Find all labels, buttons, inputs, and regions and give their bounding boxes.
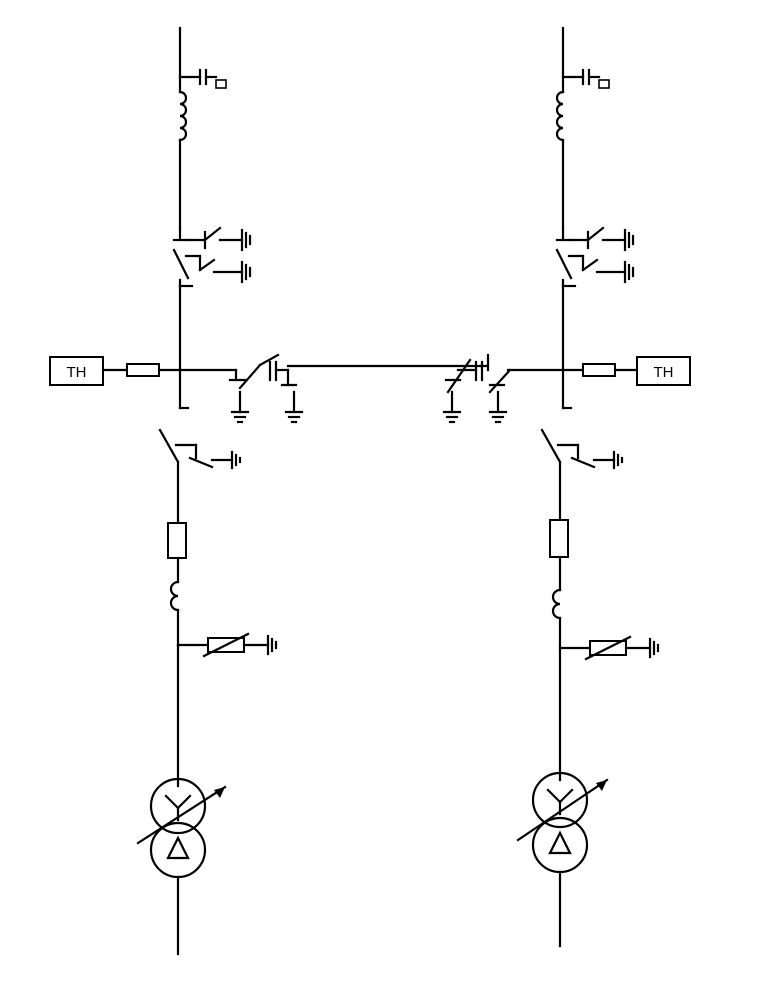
right-reactor-icon	[551, 588, 562, 620]
right-coupler-disconnector-icon	[488, 368, 512, 424]
left-vt-box	[49, 356, 104, 386]
left-vt-label: TH	[67, 364, 87, 381]
left-bay: TH	[49, 26, 304, 424]
left-breaker-icon	[158, 428, 242, 470]
left-reactor-icon	[169, 580, 180, 612]
right-fuse-icon	[582, 363, 616, 377]
right-earthing-switch-icon	[567, 226, 635, 284]
left-transformer-star-delta-icon	[136, 777, 227, 879]
left-earthing-switch-icon	[184, 226, 252, 284]
right-coupling-capacitor-icon	[561, 68, 610, 89]
left-current-transformer-icon	[167, 522, 187, 559]
right-vt-label: TH	[654, 364, 674, 381]
right-breaker-icon	[540, 428, 624, 470]
right-coupler-breaker-icon	[442, 353, 490, 424]
right-vt-box	[636, 356, 691, 386]
right-bay: TH	[442, 26, 691, 424]
left-coupling-capacitor-icon	[178, 68, 227, 89]
right-line-trap-icon	[555, 90, 565, 142]
left-coupler-disconnector-icon	[228, 363, 262, 424]
right-ground-icon	[648, 637, 660, 659]
left-ground-icon	[266, 634, 278, 656]
left-coupler-breaker-icon	[258, 353, 304, 424]
left-transformer-feeder	[136, 428, 278, 956]
left-line-trap-icon	[178, 90, 188, 142]
right-current-transformer-icon	[549, 519, 569, 558]
left-fuse-icon	[126, 363, 160, 377]
right-line-disconnector-icon	[555, 226, 577, 288]
right-transformer-feeder	[516, 428, 660, 948]
right-transformer-star-delta-icon	[516, 771, 609, 874]
